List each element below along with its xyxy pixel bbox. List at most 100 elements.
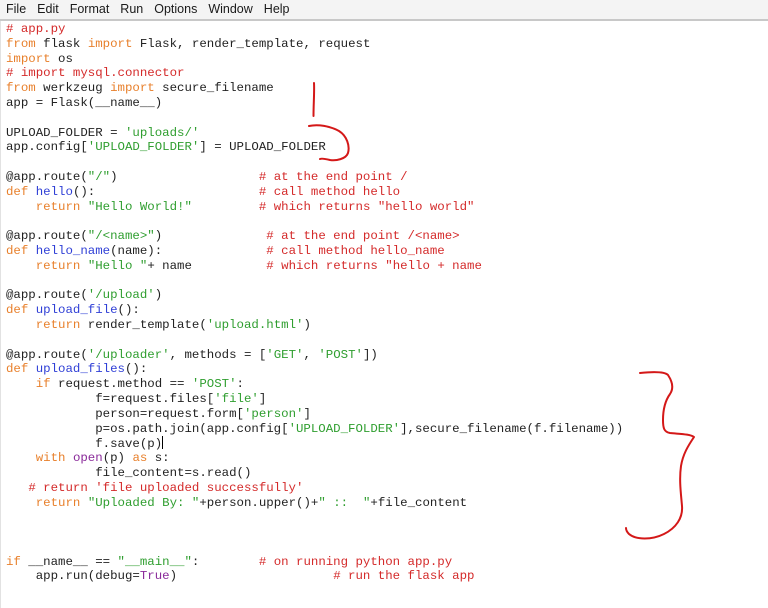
code-token-plain (6, 318, 36, 332)
code-token-plain (28, 303, 35, 317)
code-token-plain (66, 451, 73, 465)
code-token-plain: UPLOAD_FOLDER = (6, 125, 125, 140)
code-token-cmt: # which returns "hello world" (258, 199, 475, 214)
code-line[interactable] (6, 214, 623, 229)
code-line[interactable]: f.save(p) (6, 436, 623, 451)
code-line[interactable]: with open(p) as s: (6, 451, 623, 466)
code-line[interactable]: @app.route('/uploader', methods = ['GET'… (6, 348, 623, 363)
menu-file[interactable]: File (6, 2, 27, 16)
code-line[interactable]: app = Flask(__name__) (6, 96, 623, 111)
code-line[interactable] (6, 333, 623, 348)
code-line[interactable]: f=request.files['file'] (6, 392, 623, 407)
code-token-kw: def (6, 184, 29, 199)
code-line[interactable]: app.config['UPLOAD_FOLDER'] = UPLOAD_FOL… (6, 140, 623, 155)
code-line[interactable]: # import mysql.connector (6, 66, 623, 81)
code-token-kw: as (132, 451, 148, 466)
code-line[interactable]: return render_template('upload.html') (6, 318, 623, 333)
code-token-str: 'POST' (318, 347, 363, 362)
code-line[interactable]: def upload_files(): (6, 362, 623, 377)
code-token-plain (6, 200, 36, 214)
code-line[interactable]: from werkzeug import secure_filename (6, 81, 623, 96)
code-line[interactable]: def upload_file(): (6, 303, 623, 318)
code-token-plain: ] = UPLOAD_FOLDER (199, 140, 326, 155)
code-line[interactable]: @app.route("/") # at the end point / (6, 170, 623, 185)
code-line[interactable]: def hello_name(name): # call method hell… (6, 244, 623, 259)
menu-options[interactable]: Options (154, 2, 198, 16)
code-token-plain: ],secure_filename(f.filename)) (400, 421, 624, 436)
code-token-cmt: # which returns "hello + name (266, 258, 482, 273)
code-token-plain: render_template( (80, 317, 207, 332)
code-token-plain: secure_filename (154, 81, 274, 96)
code-token-kw: if (6, 554, 21, 569)
code-line[interactable]: @app.route('/upload') (6, 288, 623, 303)
code-line[interactable]: def hello(): # call method hello (6, 185, 623, 200)
code-token-str: "Uploaded By: " (87, 495, 200, 510)
code-token-plain: ] (303, 406, 311, 421)
code-token-plain: ) (154, 229, 267, 244)
code-token-def: hello_name (35, 243, 111, 258)
code-token-kw: return (35, 317, 81, 332)
code-line[interactable] (6, 540, 623, 555)
code-line[interactable]: @app.route("/<name>") # at the end point… (6, 229, 623, 244)
code-token-str: 'POST' (191, 377, 237, 392)
code-token-plain: @app.route( (6, 169, 88, 184)
code-line[interactable]: # app.py (6, 22, 623, 37)
menu-edit[interactable]: Edit (37, 2, 59, 16)
code-token-plain (28, 362, 35, 376)
code-line[interactable] (6, 155, 623, 170)
code-line[interactable] (6, 274, 623, 289)
code-line[interactable]: app.run(debug=True) # run the flask app (6, 569, 623, 584)
code-token-plain: f.save(p) (6, 437, 163, 452)
code-line[interactable] (6, 510, 623, 525)
code-line[interactable]: if request.method == 'POST': (6, 377, 623, 392)
code-token-kw: def (6, 303, 29, 318)
code-token-cmt: # import mysql.connector (6, 66, 185, 81)
code-token-cmt: # on running python app.py (258, 554, 453, 569)
code-token-cmt: # call method hello (258, 184, 401, 199)
code-token-cmt: # at the end point /<name> (266, 229, 460, 244)
code-line[interactable]: return "Hello World!" # which returns "h… (6, 200, 623, 215)
code-token-plain: file_content=s.read() (6, 465, 252, 480)
code-token-str: "/<name>" (87, 229, 155, 244)
code-token-plain (28, 185, 35, 199)
code-line[interactable]: # return 'file uploaded successfully' (6, 481, 623, 496)
code-token-plain: ] (258, 391, 267, 406)
code-token-plain: flask (35, 36, 88, 51)
code-line[interactable]: person=request.form['person'] (6, 407, 623, 422)
menu-help[interactable]: Help (263, 2, 290, 16)
code-token-plain (80, 496, 87, 510)
menu-format[interactable]: Format (69, 2, 110, 16)
code-token-plain: : (236, 377, 244, 392)
code-token-plain: p=os.path.join(app.config[ (6, 421, 289, 436)
code-line[interactable]: from flask import Flask, render_template… (6, 37, 623, 52)
code-line[interactable] (6, 525, 623, 540)
code-line[interactable]: return "Hello "+ name # which returns "h… (6, 259, 623, 274)
code-token-plain: +file_content (370, 495, 468, 510)
code-token-plain: @app.route( (6, 347, 88, 362)
code-line[interactable]: p=os.path.join(app.config['UPLOAD_FOLDER… (6, 422, 623, 437)
code-token-plain: ) (303, 317, 311, 332)
code-token-kw: with (35, 451, 66, 466)
menu-window[interactable]: Window (208, 2, 253, 16)
code-token-kw: return (35, 199, 81, 214)
code-token-kw: import (6, 51, 51, 66)
code-token-bi: open (72, 451, 103, 466)
code-line[interactable] (6, 111, 623, 126)
code-token-plain: ) (154, 288, 163, 303)
code-line[interactable]: UPLOAD_FOLDER = 'uploads/' (6, 126, 623, 141)
code-token-plain: @app.route( (6, 229, 88, 244)
code-token-kw: from (6, 81, 36, 96)
code-token-kw: import (110, 81, 155, 96)
code-line[interactable]: import os (6, 52, 623, 67)
code-line[interactable]: if __name__ == "__main__": # on running … (6, 555, 623, 570)
code-line[interactable]: return "Uploaded By: "+person.upper()+" … (6, 496, 623, 511)
code-line[interactable]: file_content=s.read() (6, 466, 623, 481)
code-token-plain: app = Flask(__name__) (6, 95, 163, 110)
menu-run[interactable]: Run (120, 2, 144, 16)
code-token-plain: ) (110, 169, 259, 184)
code-token-plain: f=request.files[ (6, 391, 215, 406)
code-token-str: 'UPLOAD_FOLDER' (87, 140, 200, 155)
code-token-plain (6, 451, 36, 465)
